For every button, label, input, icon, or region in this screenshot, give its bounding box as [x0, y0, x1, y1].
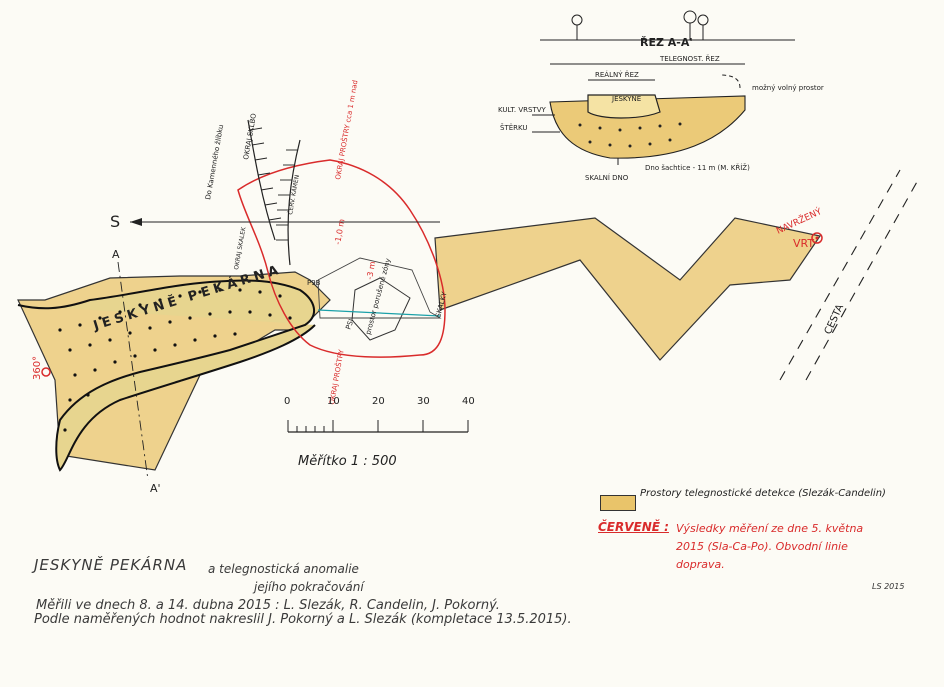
section-line	[117, 261, 149, 481]
depth-2-label: -3 m	[365, 261, 377, 281]
cross-section: ŘEZ A-A' TELEGNOST. ŘEZ REÁLNÝ ŘEZ JESKY…	[498, 10, 824, 182]
cave-dots	[58, 288, 292, 432]
credit-line-2: Podle naměřených hodnot nakreslil J. Pok…	[34, 612, 572, 627]
hachures	[249, 127, 298, 241]
detection-area-east	[434, 217, 821, 361]
scale-tick-30: 30	[417, 396, 430, 407]
azimuth-label: 360°	[32, 356, 43, 380]
legend-red-label: ČERVENĚ :	[598, 520, 669, 534]
section-realny: REÁLNÝ ŘEZ	[595, 70, 639, 79]
okraj-skaly-label: OKRAJ SKALEK	[233, 226, 248, 271]
edge-structure-label: OKRAJ SKLBO	[242, 112, 258, 160]
title-sub2: jejího pokračování	[254, 580, 364, 594]
signature: LS 2015	[872, 582, 905, 591]
section-dno: Dno šachtice - 11 m (M. KŘÍŽ)	[645, 163, 750, 172]
to-kamenny-label: Do Kamenného žlíbku	[204, 124, 225, 200]
title-sub1: a telegnostická anomalie	[208, 562, 359, 576]
legend-red-note-2: 2015 (Sla-Ca-Po). Obvodní linie	[676, 540, 848, 553]
terrain-edge-2	[287, 139, 301, 266]
cave-outline	[17, 279, 316, 472]
porusene-zony	[351, 277, 411, 341]
page-title: JESKYNĚ PEKÁRNA	[34, 556, 188, 574]
legend-label: Prostory telegnostické detekce (Slezák-C…	[640, 488, 886, 499]
red-outline	[237, 159, 446, 358]
cesta-label: CESTA	[823, 303, 846, 337]
scale-tick-40: 40	[462, 396, 475, 407]
scale-tick-0: 0	[284, 396, 290, 407]
terrain-edge-1	[247, 119, 276, 241]
legend-red-note-1: Výsledky měření ze dne 5. května	[676, 522, 864, 535]
cesta-line-2	[805, 179, 919, 381]
psi-ox-label: P9B	[307, 279, 321, 287]
scale-label: Měřítko 1 : 500	[298, 454, 397, 469]
north-letter: S	[110, 212, 120, 231]
legend-swatch	[600, 495, 636, 511]
section-telegnost: TELEGNOST. ŘEZ	[659, 54, 720, 63]
legend-red-note-3: doprava.	[676, 558, 725, 571]
section-skalni: SKALNÍ DNO	[585, 173, 629, 182]
section-sterku: ŠTĚRKU	[500, 123, 528, 132]
section-a2-label: A'	[150, 482, 161, 495]
scale-tick-10: 10	[327, 396, 340, 407]
survey-lines	[317, 257, 442, 319]
vrt-label: VRT	[793, 237, 814, 250]
depth-1-label: -1,0 m	[333, 218, 346, 245]
vrt-marker	[811, 232, 823, 244]
scale-tick-20: 20	[372, 396, 385, 407]
psi-label: PSI	[344, 318, 355, 331]
scale-bar: 0 10 20 30 40 Měřítko 1 : 500	[284, 396, 475, 469]
section-jeskyne: JESKYNĚ	[611, 94, 641, 103]
cesta-line-1	[779, 169, 901, 381]
section-a-label: A	[112, 248, 120, 261]
section-title: ŘEZ A-A'	[640, 36, 693, 49]
azimuth-marker	[41, 367, 51, 377]
section-kult: KULT. VRSTVY	[498, 106, 547, 114]
section-mozny: možný volný prostor	[752, 84, 824, 92]
credit-line-1: Měřili ve dnech 8. a 14. dubna 2015 : L.…	[36, 598, 500, 613]
okraj-red-label: OKRAJ PROŠTRY cca 1 m nad	[333, 79, 359, 180]
